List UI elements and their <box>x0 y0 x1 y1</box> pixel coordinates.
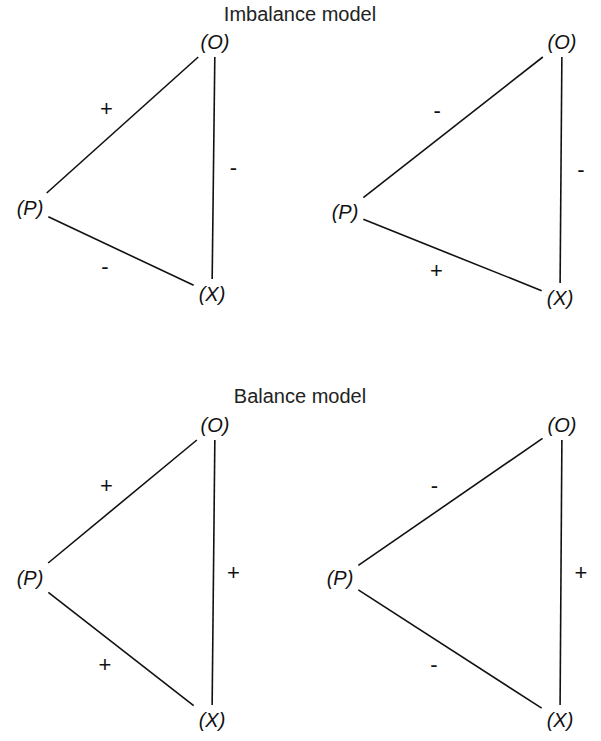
concept-node: (O) <box>545 412 580 438</box>
node-letter: (X) <box>547 709 574 731</box>
node-letter: (X) <box>199 709 226 731</box>
sign-label: - <box>227 157 240 179</box>
node-letter: (X) <box>199 283 226 305</box>
concept-node: (O) <box>198 412 233 438</box>
node-letter: (O) <box>548 31 577 53</box>
node-letter: (O) <box>201 414 230 436</box>
concept-node: (X) <box>544 707 577 733</box>
model-heading: Imbalance model <box>224 3 376 25</box>
sign-label: + <box>96 654 115 676</box>
concept-node: (O) <box>198 29 233 55</box>
sign-label: + <box>427 260 446 282</box>
relation-line <box>560 440 562 705</box>
node-letter: (X) <box>547 287 574 309</box>
concept-node: (O) <box>545 29 580 55</box>
node-letter: (P) <box>327 567 354 589</box>
sign-label: + <box>97 475 116 497</box>
sign-label: - <box>430 100 443 122</box>
sign-label: + <box>572 562 591 584</box>
relation-line <box>358 438 542 565</box>
concept-node: (P) <box>329 199 362 225</box>
relation-line <box>560 57 562 283</box>
relation-line <box>48 440 197 563</box>
concept-node: (X) <box>544 285 577 311</box>
node-letter: (P) <box>17 197 44 219</box>
node-letter: (P) <box>17 567 44 589</box>
model-heading: Balance model <box>234 385 366 407</box>
concept-node: (P) <box>14 565 47 591</box>
sign-label: + <box>97 98 116 120</box>
relation-line <box>358 590 541 708</box>
node-letter: (O) <box>548 414 577 436</box>
sign-label: - <box>98 256 111 278</box>
sign-label: - <box>427 654 440 676</box>
node-letter: (O) <box>201 31 230 53</box>
node-letter: (P) <box>332 201 359 223</box>
sign-label: - <box>574 159 587 181</box>
concept-node: (P) <box>324 565 357 591</box>
concept-node: (P) <box>14 195 47 221</box>
relation-line <box>48 217 193 286</box>
relation-line <box>212 440 215 705</box>
sign-label: + <box>224 562 243 584</box>
relation-line <box>212 57 215 279</box>
relation-line <box>363 219 541 290</box>
concept-node: (X) <box>196 281 229 307</box>
relation-line <box>363 57 543 198</box>
sign-label: - <box>428 475 441 497</box>
relation-line <box>48 592 193 705</box>
relation-line <box>47 57 199 193</box>
concept-node: (X) <box>196 707 229 733</box>
